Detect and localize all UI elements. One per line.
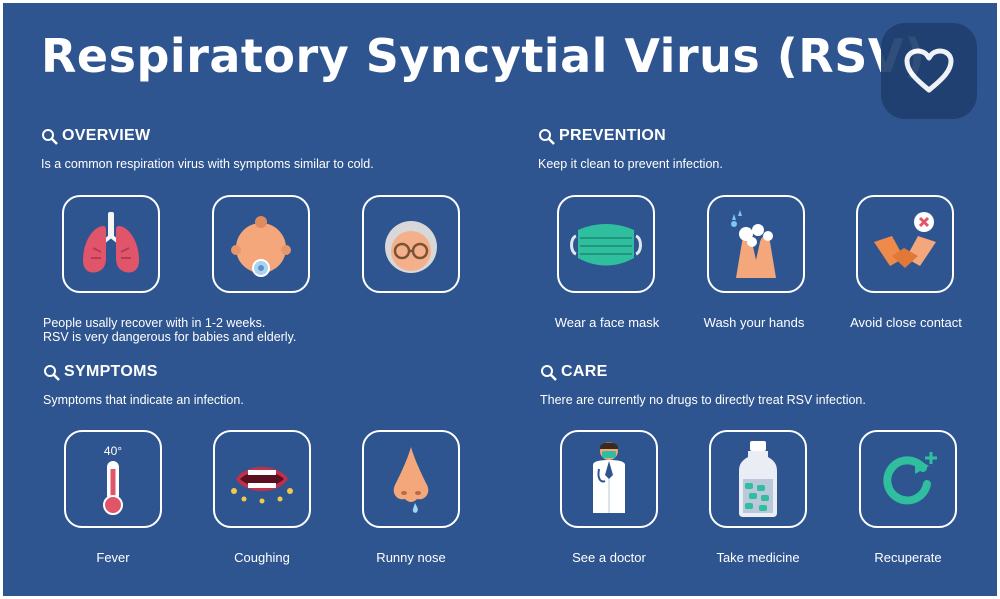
overview-icon-box-elderly	[362, 195, 460, 293]
prevention-icon-box-mask	[557, 195, 655, 293]
care-label-recuperate: Recuperate	[874, 550, 942, 565]
symptoms-label-nose: Runny nose	[376, 550, 446, 565]
overview-heading: OVERVIEW	[41, 127, 374, 145]
wash-hands-icon	[731, 210, 776, 278]
prevention-icon-box-hands	[707, 195, 805, 293]
elderly-icon	[385, 221, 437, 273]
symptoms-icon-box-fever: 40°	[64, 430, 162, 528]
overview-note: People usally recover with in 1-2 weeks.…	[43, 316, 296, 344]
overview-heading-text: OVERVIEW	[62, 127, 151, 144]
symptoms-heading-text: SYMPTOMS	[64, 363, 158, 380]
face-mask-icon	[570, 224, 642, 266]
symptoms-label-cough: Coughing	[234, 550, 290, 565]
medicine-bottle-icon	[739, 441, 777, 517]
symptoms-description: Symptoms that indicate an infection.	[43, 393, 244, 407]
search-icon	[44, 364, 60, 381]
overview-icon-box-baby	[212, 195, 310, 293]
overview-icon-box-lungs	[62, 195, 160, 293]
avoid-contact-icon	[874, 212, 936, 268]
favorite-button[interactable]	[881, 23, 977, 119]
care-section: CARE There are currently no drugs to dir…	[540, 363, 866, 407]
thermometer-reading: 40°	[104, 444, 122, 458]
care-heading-text: CARE	[561, 363, 608, 380]
symptoms-icon-box-nose	[362, 430, 460, 528]
care-icon-box-recuperate	[859, 430, 957, 528]
lungs-icon	[83, 212, 139, 273]
overview-note-line-2: RSV is very dangerous for babies and eld…	[43, 330, 297, 344]
prevention-section: PREVENTION Keep it clean to prevent infe…	[538, 127, 723, 171]
heart-icon	[904, 48, 954, 93]
search-icon	[541, 364, 557, 381]
care-description: There are currently no drugs to directly…	[540, 393, 866, 407]
care-icon-box-doctor	[560, 430, 658, 528]
doctor-icon	[593, 442, 625, 513]
prevention-icon-box-contact	[856, 195, 954, 293]
coughing-icon	[231, 467, 293, 504]
overview-section: OVERVIEW Is a common respiration virus w…	[41, 127, 374, 171]
care-icon-box-medicine	[709, 430, 807, 528]
prevention-heading: PREVENTION	[538, 127, 723, 145]
symptoms-section: SYMPTOMS Symptoms that indicate an infec…	[43, 363, 244, 407]
overview-note-line-1: People usally recover with in 1-2 weeks.	[43, 316, 266, 330]
care-label-doctor: See a doctor	[572, 550, 646, 565]
thermometer-icon: 40°	[103, 444, 123, 515]
symptoms-heading: SYMPTOMS	[43, 363, 244, 381]
search-icon	[539, 128, 555, 145]
prevention-heading-text: PREVENTION	[559, 127, 667, 144]
search-icon	[42, 128, 58, 145]
recuperate-icon	[883, 452, 937, 505]
prevention-label-contact: Avoid close contact	[850, 315, 962, 330]
care-heading: CARE	[540, 363, 866, 381]
infographic-poster: Respiratory Syncytial Virus (RSV) OVERVI…	[3, 3, 997, 596]
symptoms-label-fever: Fever	[96, 550, 130, 565]
poster-title: Respiratory Syncytial Virus (RSV)	[41, 29, 926, 83]
prevention-label-hands: Wash your hands	[703, 315, 805, 330]
runny-nose-icon	[393, 447, 429, 513]
overview-description: Is a common respiration virus with sympt…	[41, 157, 374, 171]
care-label-medicine: Take medicine	[716, 550, 800, 565]
prevention-description: Keep it clean to prevent infection.	[538, 157, 723, 171]
symptoms-icon-box-cough	[213, 430, 311, 528]
prevention-label-mask: Wear a face mask	[554, 315, 660, 330]
baby-icon	[231, 216, 291, 277]
